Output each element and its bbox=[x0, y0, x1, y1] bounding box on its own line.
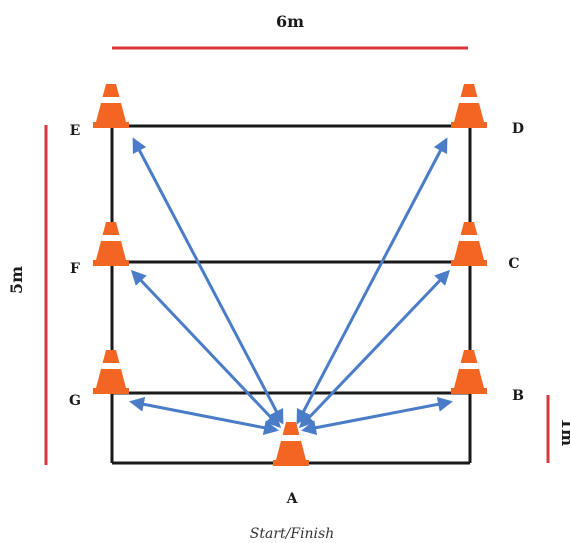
cone-c bbox=[451, 222, 487, 266]
cone-e bbox=[93, 84, 129, 128]
arrow-a-e bbox=[132, 137, 284, 425]
small-dimension-label: 1m bbox=[558, 418, 570, 446]
arrow-a-b bbox=[301, 396, 453, 436]
point-label-g: G bbox=[69, 393, 81, 409]
point-label-a: A bbox=[286, 491, 299, 507]
arrow-a-c bbox=[298, 269, 451, 429]
cone-d bbox=[451, 84, 487, 128]
height-label: 5m bbox=[7, 266, 26, 294]
point-label-f: F bbox=[70, 261, 80, 277]
point-label-c: C bbox=[508, 256, 519, 272]
width-label: 6m bbox=[276, 12, 304, 31]
course-lines bbox=[110, 124, 472, 465]
start-finish-caption: Start/Finish bbox=[250, 526, 335, 542]
arrow-a-f bbox=[130, 269, 282, 429]
cone-b bbox=[451, 350, 487, 394]
arrow-a-d bbox=[296, 137, 448, 425]
cone-g bbox=[93, 350, 129, 394]
point-label-b: B bbox=[512, 388, 524, 404]
cone-f bbox=[93, 222, 129, 266]
point-label-e: E bbox=[70, 123, 81, 139]
cone-a bbox=[273, 422, 309, 466]
point-label-d: D bbox=[512, 121, 524, 137]
arrows bbox=[129, 137, 453, 436]
arrow-a-g bbox=[129, 396, 279, 436]
